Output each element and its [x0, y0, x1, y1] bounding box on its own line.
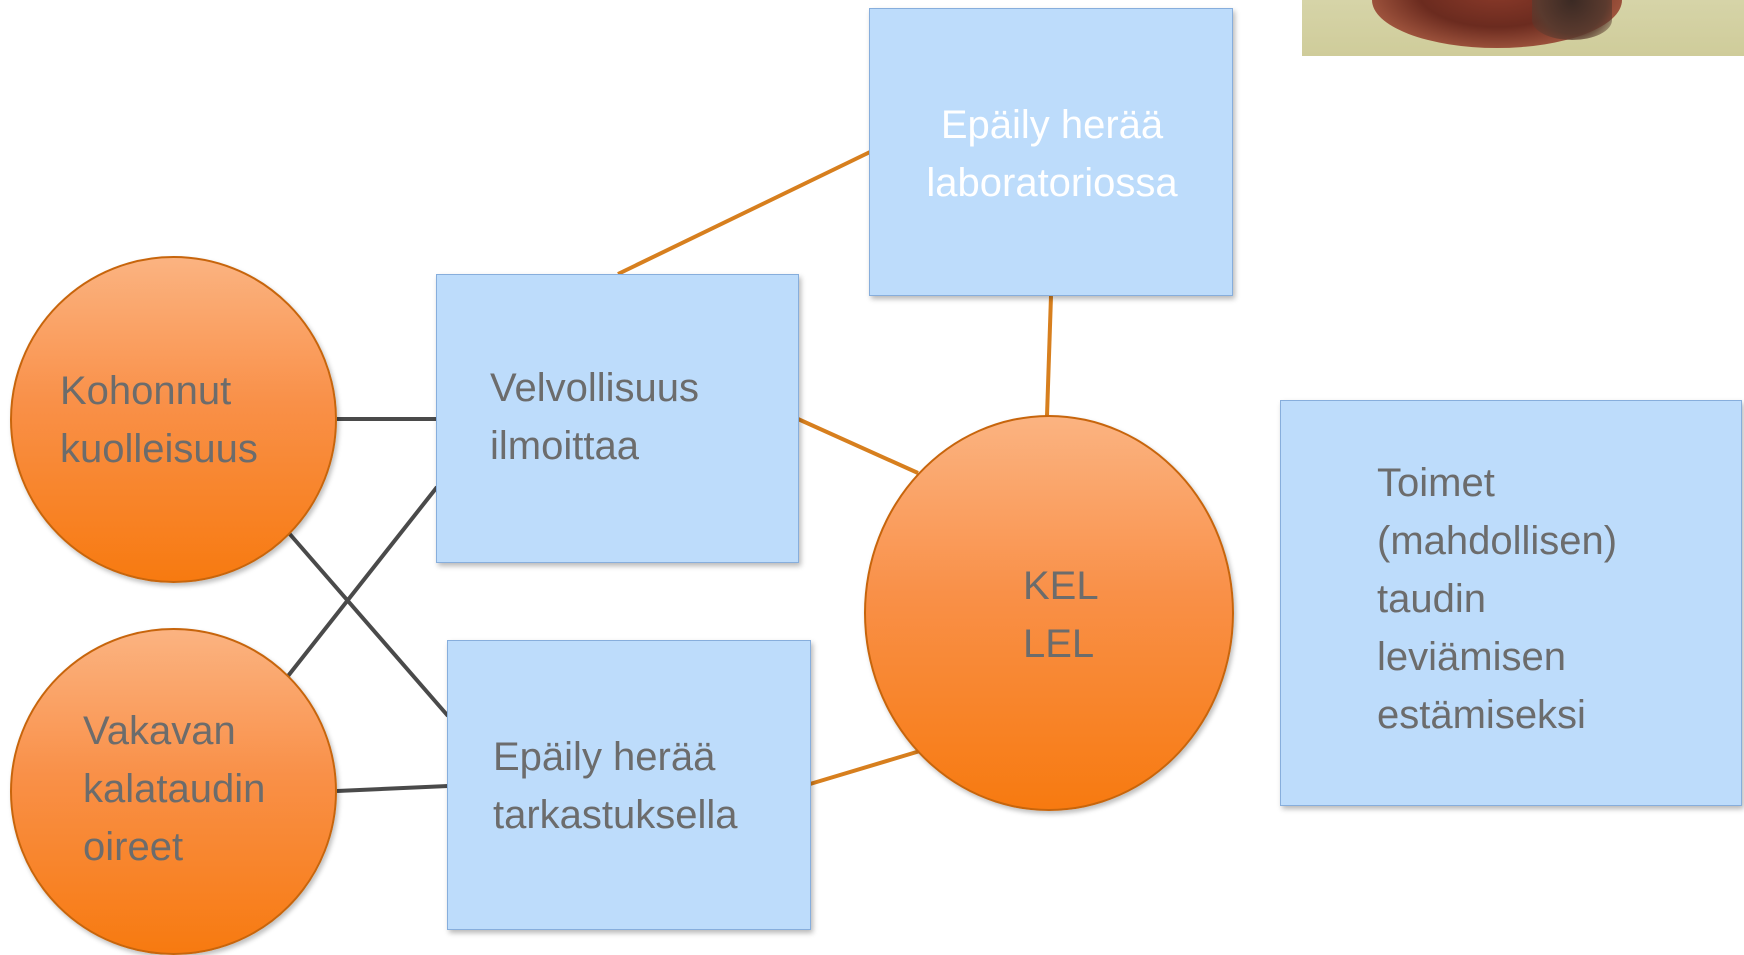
node-kel-line-2: LEL [1023, 622, 1095, 666]
edge-kohonnut-tarkastus [286, 530, 450, 718]
edge-vakavan-velvollisuus [286, 485, 439, 678]
node-epaily-laboratoriossa: Epäily herää laboratoriossa [869, 8, 1233, 296]
node-kohonnut-kuolleisuus-label: Kohonnut kuolleisuus [60, 362, 258, 478]
node-velvollisuus-ilmoittaa: Velvollisuus ilmoittaa [436, 274, 799, 563]
fish-photo [1302, 0, 1744, 56]
node-tarkastus-line-2: tarkastuksella [493, 793, 738, 837]
node-kohonnut-line-2: kuolleisuus [60, 427, 258, 471]
edge-laboratorio-kel [1045, 295, 1053, 417]
edge-vakavan-tarkastus [336, 784, 449, 793]
fish-fin-shape [1532, 0, 1612, 40]
node-toimet-line-3: taudin [1377, 577, 1486, 621]
node-kel-lel: KEL LEL [864, 415, 1234, 811]
node-vakavan-line-3: oireet [83, 825, 184, 869]
node-toimet-label: Toimet (mahdollisen) taudin leviämisen e… [1377, 454, 1617, 744]
node-laboratorio-line-1: Epäily herää [940, 103, 1164, 147]
node-laboratorio-label: Epäily herää laboratoriossa [870, 96, 1234, 212]
node-kel-line-1: KEL [1023, 564, 1099, 608]
node-velvollisuus-label: Velvollisuus ilmoittaa [490, 359, 699, 475]
node-toimet-line-2: (mahdollisen) [1377, 519, 1618, 563]
node-vakavan-label: Vakavan kalataudin oireet [83, 702, 265, 876]
node-epaily-tarkastuksella: Epäily herää tarkastuksella [447, 640, 811, 930]
node-kohonnut-line-1: Kohonnut [60, 369, 232, 413]
node-toimet: Toimet (mahdollisen) taudin leviämisen e… [1280, 400, 1742, 806]
node-vakavan-line-1: Vakavan [83, 709, 236, 753]
edge-velvollisuus-laboratorio [617, 150, 871, 276]
node-vakavan-kalataudin-oireet: Vakavan kalataudin oireet [10, 628, 337, 955]
node-toimet-line-5: estämiseksi [1377, 693, 1586, 737]
node-toimet-line-1: Toimet [1377, 461, 1495, 505]
node-laboratorio-line-2: laboratoriossa [926, 161, 1178, 205]
edge-tarkastus-kel [809, 749, 921, 786]
node-toimet-line-4: leviämisen [1377, 635, 1566, 679]
node-tarkastus-line-1: Epäily herää [493, 735, 716, 779]
node-tarkastus-label: Epäily herää tarkastuksella [493, 728, 738, 844]
edge-velvollisuus-kel [797, 417, 919, 475]
node-kohonnut-kuolleisuus: Kohonnut kuolleisuus [10, 256, 337, 583]
node-vakavan-line-2: kalataudin [83, 767, 266, 811]
node-kel-label: KEL LEL [1023, 557, 1099, 673]
node-velvollisuus-line-2: ilmoittaa [490, 424, 639, 468]
node-velvollisuus-line-1: Velvollisuus [490, 366, 700, 410]
